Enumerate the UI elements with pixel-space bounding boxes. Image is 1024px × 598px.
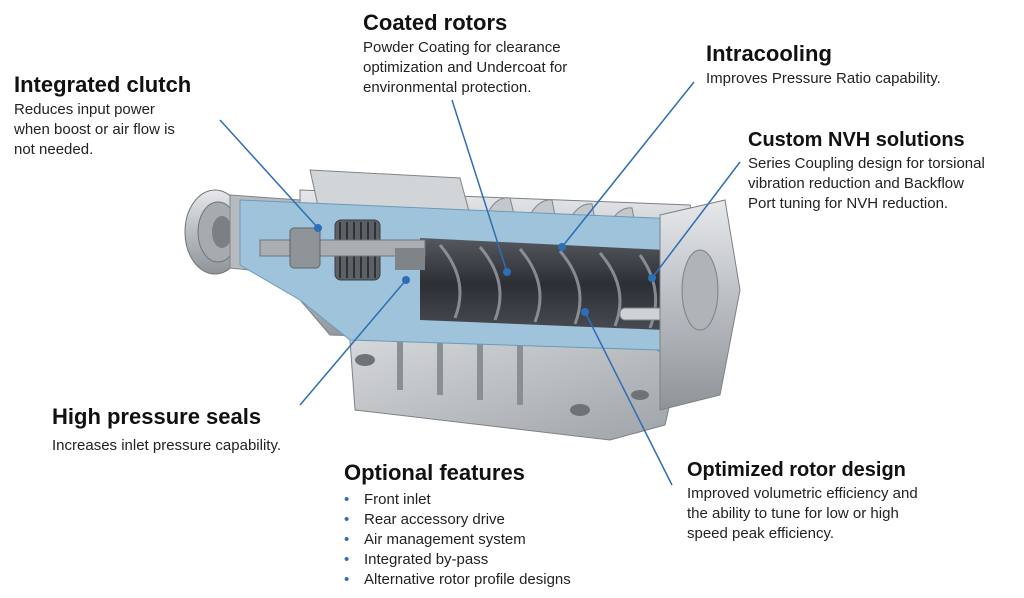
callout-desc: Increases inlet pressure capability.	[52, 437, 281, 454]
leader-lines	[219, 81, 741, 486]
list-item: Front inlet	[344, 490, 571, 510]
optional-features-title: Optional features	[344, 460, 525, 485]
callout-title: Custom NVH solutions	[748, 129, 965, 151]
optional-features-list: Front inlet Rear accessory drive Air man…	[344, 490, 571, 590]
callout-title: High pressure seals	[52, 404, 262, 429]
callout-integrated-clutch: Integrated clutch Reduces input power wh…	[14, 72, 191, 160]
callout-coated-rotors: Coated rotors Powder Coating for clearan…	[363, 10, 567, 98]
mounting-base	[349, 329, 681, 441]
optional-features: Optional features Front inlet Rear acces…	[344, 460, 571, 590]
callout-intracooling: Intracooling Improves Pressure Ratio cap…	[706, 41, 941, 89]
rotors	[438, 244, 658, 329]
callout-optimized-rotor: Optimized rotor design Improved volumetr…	[687, 458, 918, 544]
rear-housing	[659, 199, 741, 411]
list-item: Air management system	[344, 530, 571, 550]
gear-set	[259, 219, 676, 321]
cutaway-section	[239, 199, 701, 351]
callout-title: Coated rotors	[363, 10, 508, 35]
list-item: Rear accessory drive	[344, 510, 571, 530]
callout-desc: Improves Pressure Ratio capability.	[706, 70, 941, 87]
callout-custom-nvh: Custom NVH solutions Series Coupling des…	[748, 128, 985, 214]
callout-title: Intracooling	[706, 41, 832, 66]
callout-title: Integrated clutch	[14, 72, 192, 97]
callout-title: Optimized rotor design	[687, 459, 906, 481]
callout-desc: Series Coupling design for torsional vib…	[748, 155, 985, 212]
callout-high-pressure-seals: High pressure seals Increases inlet pres…	[52, 404, 281, 456]
list-item: Alternative rotor profile designs	[344, 570, 571, 590]
callout-desc: Improved volumetric efficiency and the a…	[687, 485, 918, 542]
callout-desc: Powder Coating for clearance optimizatio…	[363, 39, 568, 96]
list-item: Integrated by-pass	[344, 550, 571, 570]
callout-desc: Reduces input power when boost or air fl…	[14, 101, 175, 158]
